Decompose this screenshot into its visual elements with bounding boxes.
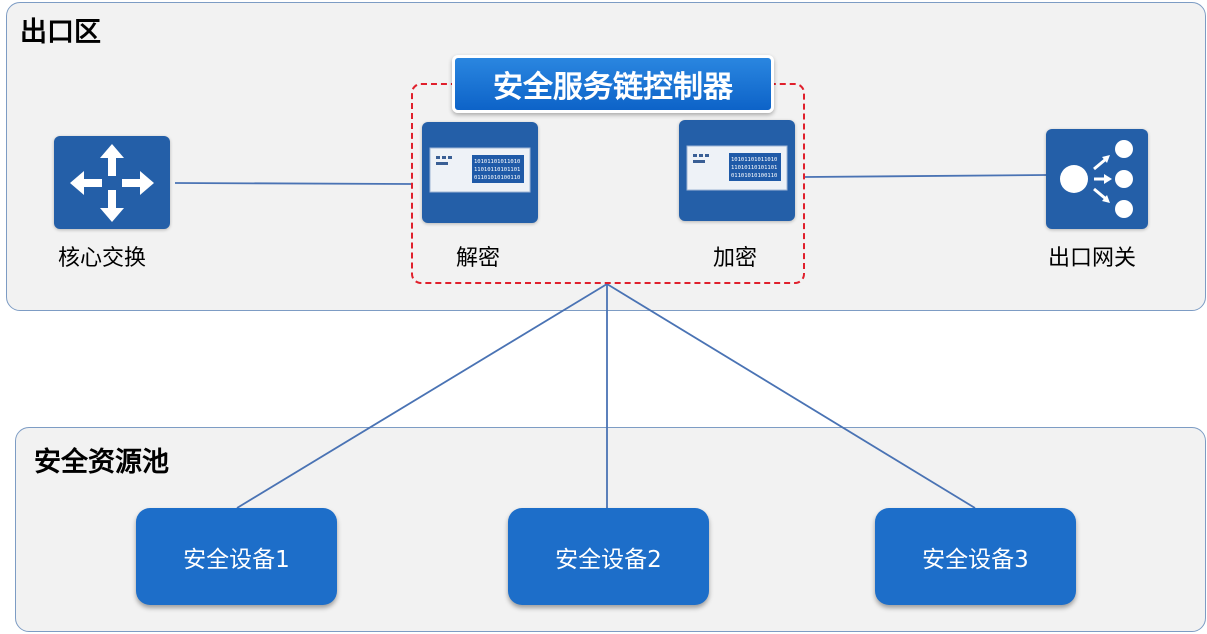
exit-zone [6,2,1206,311]
security-device-3[interactable]: 安全设备3 [875,508,1076,605]
core-switch-label: 核心交换 [58,246,147,271]
svg-text:01101010100110: 01101010100110 [474,175,520,181]
svg-text:10101101011010: 10101101011010 [474,159,520,165]
security-device-1[interactable]: 安全设备1 [136,508,337,605]
router-arrows-icon[interactable] [54,136,170,229]
decrypt-label: 解密 [456,246,501,271]
decrypt-appliance-icon[interactable]: 10101101011010 11010110101101 0110101010… [422,122,538,223]
exit-zone-title: 出口区 [20,17,101,48]
link-core-decrypt [174,182,412,185]
svg-text:11010110101101: 11010110101101 [731,165,777,171]
encrypt-appliance-icon[interactable]: 10101101011010 11010110101101 0110101010… [679,120,795,221]
exit-gateway-label: 出口网关 [1048,246,1137,271]
load-balancer-icon[interactable] [1046,129,1148,229]
security-device-2[interactable]: 安全设备2 [508,508,709,605]
encrypt-label: 加密 [713,246,758,271]
svg-text:10101101011010: 10101101011010 [731,157,777,163]
svg-text:01101010100110: 01101010100110 [731,173,777,179]
svg-text:11010110101101: 11010110101101 [474,167,520,173]
link-controller-device1 [236,283,608,509]
link-encrypt-gateway [804,174,1047,178]
link-controller-device3 [606,283,976,509]
security-pool-title: 安全资源池 [34,447,169,478]
controller-title[interactable]: 安全服务链控制器 [452,55,774,113]
